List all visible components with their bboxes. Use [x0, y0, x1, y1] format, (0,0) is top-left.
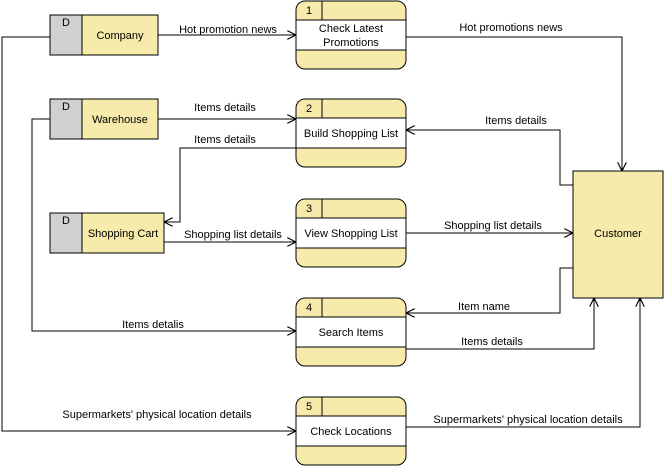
datastore-id: D: [62, 17, 70, 29]
flow-customer-to-search-items[interactable]: Item name: [406, 267, 573, 313]
flow-label: Hot promotion news: [179, 24, 277, 36]
process-2-build-shopping-list[interactable]: 2 Build Shopping List: [295, 98, 407, 168]
flow-label: Items details: [461, 336, 523, 348]
flow-search-items-to-customer[interactable]: Items details: [406, 298, 594, 350]
flow-label: Items details: [485, 115, 547, 127]
process-label: Search Items: [319, 327, 384, 339]
datastore-id: D: [62, 215, 70, 227]
process-number: 3: [306, 203, 312, 215]
datastore-label: Company: [96, 30, 144, 42]
process-number: 5: [306, 401, 312, 413]
process-4-search-items[interactable]: 4 Search Items: [295, 297, 407, 367]
flow-company-to-check-promotions[interactable]: Hot promotion news: [158, 24, 296, 36]
flow-company-to-check-locations[interactable]: Supermarkets' physical location details: [1, 36, 296, 431]
flow-cart-to-view-list[interactable]: Shopping list details: [164, 229, 296, 242]
flow-label: Hot promotions news: [459, 22, 563, 34]
process-number: 1: [306, 5, 312, 17]
flow-label: Items details: [194, 134, 256, 146]
datastore-id: D: [62, 101, 70, 113]
flow-label: Shopping list details: [444, 220, 542, 232]
process-label: Promotions: [323, 37, 379, 49]
flow-view-list-to-customer[interactable]: Shopping list details: [406, 220, 573, 233]
flow-label: Supermarkets' physical location details: [62, 409, 252, 421]
process-number: 4: [306, 302, 312, 314]
flow-build-list-to-shopping-cart[interactable]: Items details: [164, 134, 296, 222]
process-label: Check Latest: [319, 23, 383, 35]
process-1-check-latest-promotions[interactable]: 1 Check Latest Promotions: [295, 0, 407, 70]
flow-warehouse-to-build-list[interactable]: Items details: [158, 102, 296, 119]
entity-label: Customer: [594, 228, 642, 240]
process-label: View Shopping List: [304, 228, 397, 240]
process-5-check-locations[interactable]: 5 Check Locations: [295, 396, 407, 466]
flow-warehouse-to-search-items[interactable]: Items detalis: [31, 118, 296, 331]
flow-label: Items details: [194, 102, 256, 114]
flow-customer-to-build-list[interactable]: Items details: [406, 115, 573, 186]
flow-check-locations-to-customer[interactable]: Supermarkets' physical location details: [406, 298, 640, 428]
datastore-label: Warehouse: [92, 114, 148, 126]
process-number: 2: [306, 103, 312, 115]
process-3-view-shopping-list[interactable]: 3 View Shopping List: [295, 198, 407, 268]
process-label: Build Shopping List: [304, 128, 398, 140]
datastore-warehouse[interactable]: D Warehouse: [49, 98, 159, 140]
datastore-label: Shopping Cart: [88, 228, 158, 240]
datastore-company[interactable]: D Company: [49, 14, 159, 56]
process-label: Check Locations: [310, 426, 392, 438]
flow-label: Supermarkets' physical location details: [433, 414, 623, 426]
flow-promotions-to-customer[interactable]: Hot promotions news: [406, 22, 622, 171]
entity-customer[interactable]: Customer: [572, 170, 664, 299]
flow-label: Items detalis: [122, 319, 184, 331]
flow-label: Shopping list details: [184, 229, 282, 241]
flow-label: Item name: [458, 301, 510, 313]
datastore-shopping-cart[interactable]: D Shopping Cart: [49, 212, 165, 254]
